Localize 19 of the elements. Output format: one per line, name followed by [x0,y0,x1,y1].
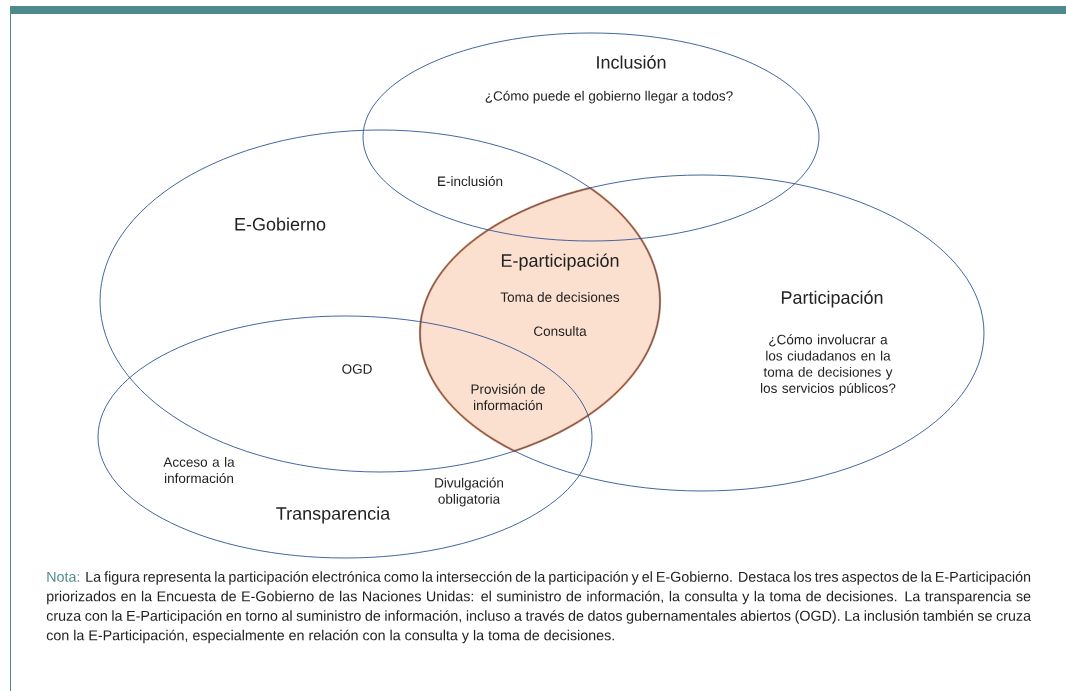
region-text: ¿Cómo puede el gobierno llegar a todos? [485,90,733,104]
ellipse [419,174,985,492]
region-text: ¿Cómo involucrar a los ciudadanos en la toma de decisiones y los servicios públicos? [761,334,896,396]
ellipse [97,315,593,559]
ellipse [362,32,820,242]
region-title: E-participación [501,253,619,271]
region-label: Acceso a la información [163,456,235,484]
ellipse [99,129,661,473]
region-label: Divulgación obligatoria [435,477,503,507]
region-label: E-inclusión [438,175,503,187]
region-text: Provisión de información [471,383,545,411]
region-title: Participación [781,290,883,308]
region-text: Toma de decisiones [500,292,620,302]
caption-text: Nota: La figura representa la participación electrónica como la intersección de la participación y el E-Gobierno. Destaca los tres aspectos de la E-Participación priorizados en la Encuesta de E-Gobierno de las Naciones Unidas: el suministro de información, la consulta y la toma de decisiones. La transparencia se cruza con la E-Participación en torno al suministro de información, incluso a través de datos gubernamentales abiertos (OGD). La inclusión también se cruza con la E-Participación, especialmente en relación con la consulta y la toma de decisiones. [46,571,1032,644]
region-text: Consulta [534,326,587,336]
region-title: E-Gobierno [235,217,326,231]
region-title: Inclusión [597,55,666,69]
region-title: Transparencia [276,506,391,524]
region-label: OGD [342,364,372,374]
